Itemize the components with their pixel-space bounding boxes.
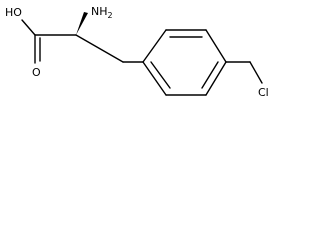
amine-main-text: NH — [91, 5, 108, 18]
ring-inner-double-left — [150, 61, 171, 89]
bond-ch2-cl — [249, 61, 263, 84]
bond-calpha-ch2 — [75, 34, 124, 63]
ring-bond-4 — [205, 61, 227, 96]
bond-calpha-n-wedge — [76, 12, 88, 35]
chlorine-label: Cl — [258, 86, 269, 99]
ring-bond-6 — [142, 61, 167, 96]
ring-inner-double-right — [201, 61, 219, 89]
amine-label: NH2 — [91, 5, 113, 20]
chemical-structure: HO O NH2 Cl — [5, 5, 269, 99]
amine-subscript: 2 — [108, 11, 113, 20]
hydroxyl-label: HO — [5, 6, 22, 19]
ring-bond-1 — [142, 29, 167, 63]
bond-c-oh — [21, 19, 36, 36]
carbonyl-oxygen-label: O — [32, 66, 41, 79]
ring-bond-3 — [205, 29, 227, 63]
structure-canvas: HO O NH2 Cl — [0, 0, 288, 120]
